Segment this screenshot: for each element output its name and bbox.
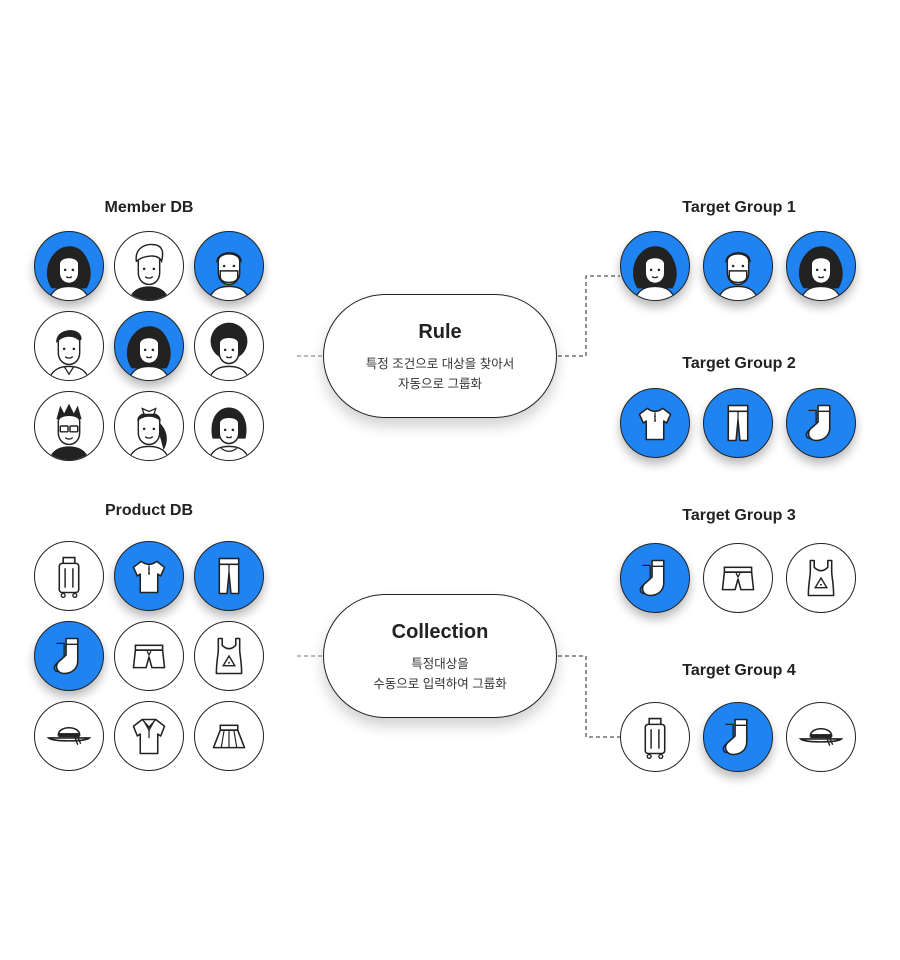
woman-curly-icon: [620, 231, 690, 301]
hat-icon: [786, 702, 856, 772]
collection-desc-line2: 수동으로 입력하여 그룹화: [373, 677, 507, 691]
target-group-4-title: Target Group 4: [682, 662, 796, 679]
woman-curly-icon: [34, 231, 104, 301]
collection-title: Collection: [391, 621, 489, 643]
tank-top-icon: [786, 543, 856, 613]
pants-icon: [194, 541, 264, 611]
shorts-icon: [703, 543, 773, 613]
rule-title: Rule: [418, 321, 462, 343]
product-db-title: Product DB: [105, 502, 193, 519]
man-suit-icon: [34, 311, 104, 381]
member-db-title: Member DB: [104, 199, 194, 216]
rule-desc-line2: 자동으로 그룹화: [398, 377, 482, 391]
woman-curly-icon: [786, 231, 856, 301]
shorts-icon: [114, 621, 184, 691]
person-mask-icon: [194, 231, 264, 301]
socks-icon: [620, 543, 690, 613]
socks-icon: [786, 388, 856, 458]
person-afro-icon: [194, 311, 264, 381]
polo-icon: [114, 701, 184, 771]
suitcase-icon: [34, 541, 104, 611]
tank-top-icon: [194, 621, 264, 691]
woman-ponytail-icon: [114, 391, 184, 461]
skirt-icon: [194, 701, 264, 771]
person-mask-icon: [703, 231, 773, 301]
shirt-icon: [620, 388, 690, 458]
socks-icon: [34, 621, 104, 691]
suitcase-icon: [620, 702, 690, 772]
target-group-1-title: Target Group 1: [682, 199, 796, 216]
hat-icon: [34, 701, 104, 771]
target-group-2-title: Target Group 2: [682, 355, 796, 372]
woman-curly-icon: [114, 311, 184, 381]
target-group-3-title: Target Group 3: [682, 507, 796, 524]
socks-icon: [703, 702, 773, 772]
man-light-hair-icon: [114, 231, 184, 301]
rule-desc-line1: 특정 조건으로 대상을 찾아서: [365, 357, 515, 371]
shirt-icon: [114, 541, 184, 611]
pants-icon: [703, 388, 773, 458]
woman-bob-icon: [194, 391, 264, 461]
collection-desc-line1: 특정대상을: [411, 657, 469, 671]
man-glasses-icon: [34, 391, 104, 461]
